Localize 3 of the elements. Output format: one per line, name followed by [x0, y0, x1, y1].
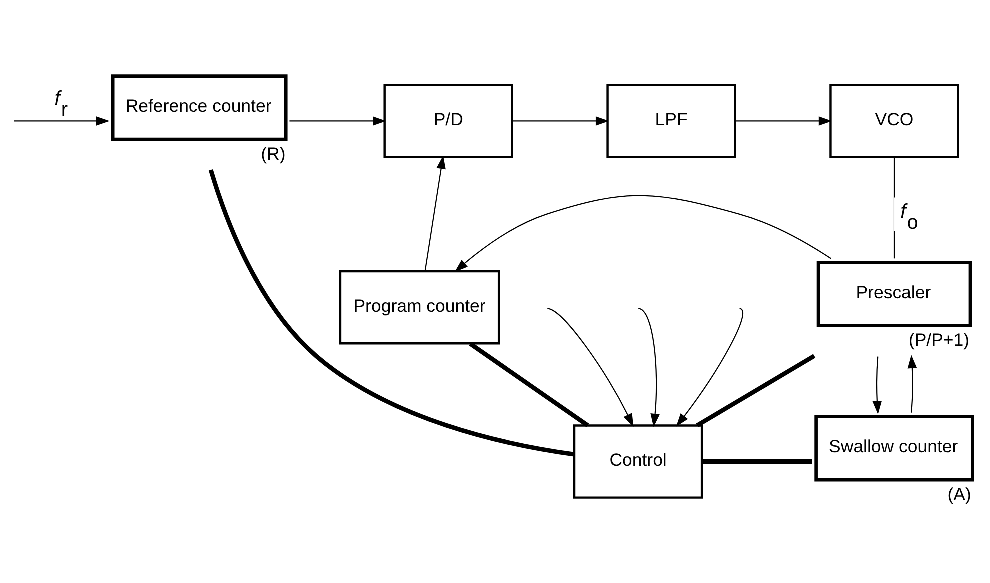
node-label: (A) — [948, 484, 972, 504]
node-label: (R) — [261, 144, 286, 164]
node-label: (P/P+1) — [908, 330, 970, 350]
